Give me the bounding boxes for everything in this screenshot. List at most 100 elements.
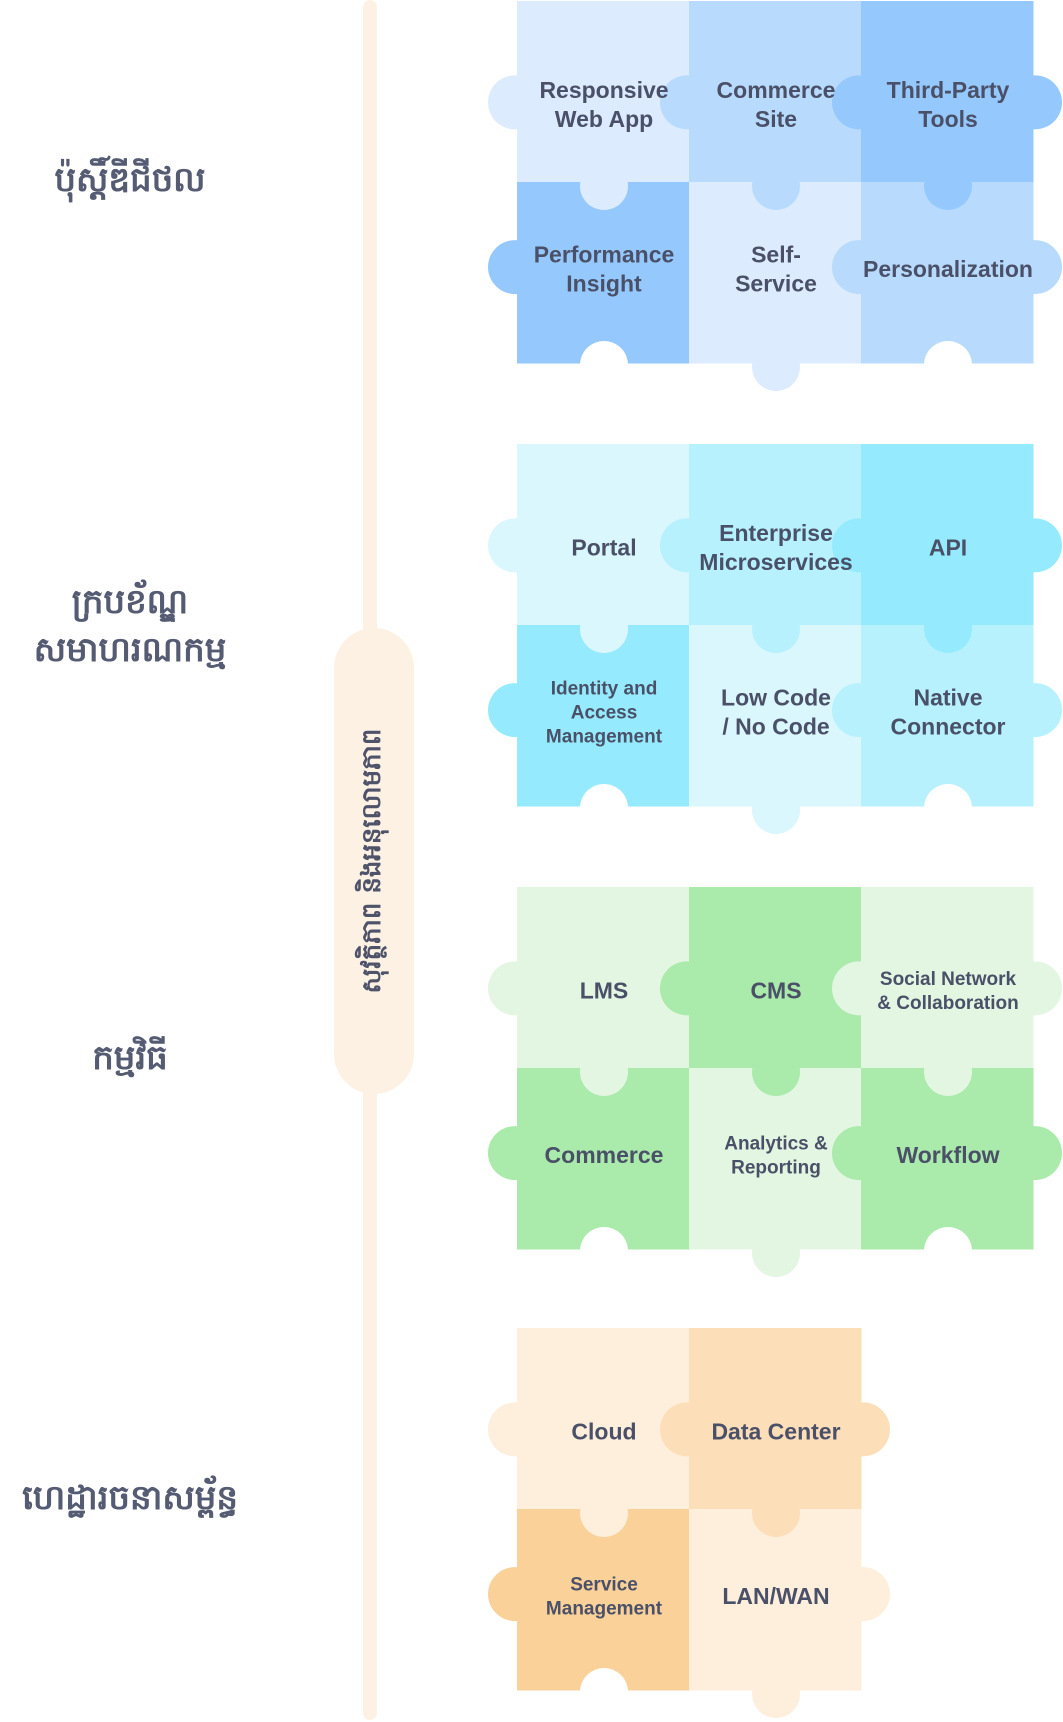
puzzle-piece: [689, 1328, 862, 1510]
puzzle-piece-label: Connector: [891, 714, 1006, 740]
puzzle-piece-body: [689, 1509, 862, 1691]
puzzle-piece-label: Web App: [555, 106, 653, 132]
puzzle-piece-label: Third-Party: [887, 77, 1010, 103]
puzzle-tab-right: [1008, 518, 1062, 573]
puzzle-piece-body: [861, 1068, 1034, 1250]
puzzle-piece-label: Insight: [566, 271, 642, 297]
puzzle-piece-body: [517, 182, 690, 364]
puzzle-piece-label: API: [929, 534, 967, 560]
puzzle-piece-label: Performance: [534, 242, 675, 268]
layer-label-integration-framework: ក្របខ័ណ្ឌ សមាហរណកម្ម: [0, 578, 260, 674]
puzzle-piece: [517, 444, 690, 626]
puzzle-piece-body: [861, 444, 1034, 626]
puzzle-tab-right: [836, 1402, 890, 1457]
puzzle-piece: [517, 625, 690, 807]
puzzle-piece-label: Identity and: [551, 679, 658, 700]
puzzle-piece-label: & Collaboration: [877, 993, 1018, 1014]
puzzle-piece-body: [517, 1328, 690, 1510]
puzzle-tab-left: [488, 1567, 542, 1622]
puzzle-piece-label: / No Code: [722, 714, 829, 740]
puzzle-tab-bottom: [752, 1670, 800, 1718]
puzzle-piece-label: Self-: [751, 242, 801, 268]
puzzle-tab-left: [488, 961, 542, 1016]
puzzle-piece-body: [517, 444, 690, 626]
puzzle-piece-body: [517, 625, 690, 807]
puzzle-tab-right: [1008, 1126, 1062, 1181]
puzzle-piece-label: Commerce: [545, 1142, 664, 1168]
puzzle-piece-body: [861, 625, 1034, 807]
puzzle-piece: [861, 887, 1034, 1069]
puzzle-tab-left: [488, 683, 542, 738]
puzzle-tab-right: [1008, 75, 1062, 130]
puzzle-tab-left: [660, 518, 714, 573]
puzzle-socket-bottom: [580, 1668, 628, 1716]
puzzle-piece-body: [689, 444, 862, 626]
puzzle-piece-label: Cloud: [571, 1418, 636, 1444]
layer-label-line: សមាហរណកម្ម: [33, 630, 227, 670]
puzzle-piece-body: [517, 1068, 690, 1250]
security-compliance-pill: សុវត្ថិភាព និងអនុលោមភាព: [334, 628, 414, 1094]
puzzle-piece-body: [689, 887, 862, 1069]
puzzle-socket-bottom: [924, 784, 972, 832]
puzzle-piece: [689, 1509, 862, 1691]
puzzle-socket-bottom: [580, 341, 628, 389]
puzzle-piece-label: Service: [735, 271, 817, 297]
puzzle-tab-left: [832, 1126, 886, 1181]
puzzle-piece-body: [517, 887, 690, 1069]
puzzle-piece-body: [689, 1328, 862, 1510]
puzzle-tab-left: [660, 75, 714, 130]
layer-label-line: ហេដ្ឋារចនាសម្ព័ន្ធ: [22, 1478, 238, 1518]
puzzle-piece-label: Commerce: [717, 77, 836, 103]
puzzle-tab-left: [488, 518, 542, 573]
puzzle-tab-right: [836, 1567, 890, 1622]
puzzle-tab-left: [832, 240, 886, 295]
puzzle-piece-body: [517, 1509, 690, 1691]
puzzle-tab-left: [488, 1126, 542, 1181]
puzzle-piece-label: Social Network: [880, 969, 1017, 990]
puzzle-tab-bottom: [752, 343, 800, 391]
puzzle-piece-label: Analytics &: [724, 1134, 828, 1155]
puzzle-tab-bottom: [752, 1489, 800, 1537]
puzzle-tab-left: [488, 75, 542, 130]
puzzle-piece: [861, 625, 1034, 807]
puzzle-piece-label: Portal: [571, 534, 636, 560]
puzzle-piece: [861, 182, 1034, 364]
puzzle-tab-bottom: [580, 1048, 628, 1096]
puzzle-piece: [517, 1068, 690, 1250]
puzzle-piece: [861, 444, 1034, 626]
puzzle-tab-left: [660, 1402, 714, 1457]
puzzle-piece: [517, 887, 690, 1069]
puzzle-piece-label: Workflow: [896, 1142, 999, 1168]
puzzle-piece-label: Data Center: [711, 1418, 840, 1444]
puzzle-tab-bottom: [752, 162, 800, 210]
puzzle-piece: [861, 1, 1034, 183]
puzzle-piece: [689, 1, 862, 183]
puzzle-block-2: PortalEnterpriseMicroservicesAPIIdentity…: [488, 444, 1062, 834]
puzzle-tab-left: [660, 961, 714, 1016]
puzzle-tab-bottom: [924, 605, 972, 653]
puzzle-tab-bottom: [752, 605, 800, 653]
layer-label-line: កម្មវិធី: [92, 1038, 168, 1078]
puzzle-piece: [861, 1068, 1034, 1250]
layer-label-line: ក្របខ័ណ្ឌ: [71, 582, 189, 622]
puzzle-piece-label: Management: [546, 727, 663, 748]
puzzle-tab-left: [832, 961, 886, 1016]
puzzle-tab-left: [488, 1402, 542, 1457]
puzzle-tab-bottom: [752, 1229, 800, 1277]
puzzle-tab-bottom: [580, 162, 628, 210]
puzzle-tab-bottom: [580, 1489, 628, 1537]
puzzle-piece-label: Tools: [918, 106, 978, 132]
puzzle-piece-label: Service: [570, 1575, 638, 1596]
puzzle-piece-label: LMS: [580, 977, 629, 1003]
puzzle-piece: [517, 1, 690, 183]
puzzle-piece-label: Personalization: [863, 256, 1033, 282]
puzzle-piece-label: Management: [546, 1599, 663, 1620]
puzzle-socket-bottom: [924, 1227, 972, 1275]
puzzle-tab-bottom: [924, 1048, 972, 1096]
puzzle-piece-body: [861, 182, 1034, 364]
puzzle-piece-body: [861, 887, 1034, 1069]
puzzle-tab-left: [832, 683, 886, 738]
